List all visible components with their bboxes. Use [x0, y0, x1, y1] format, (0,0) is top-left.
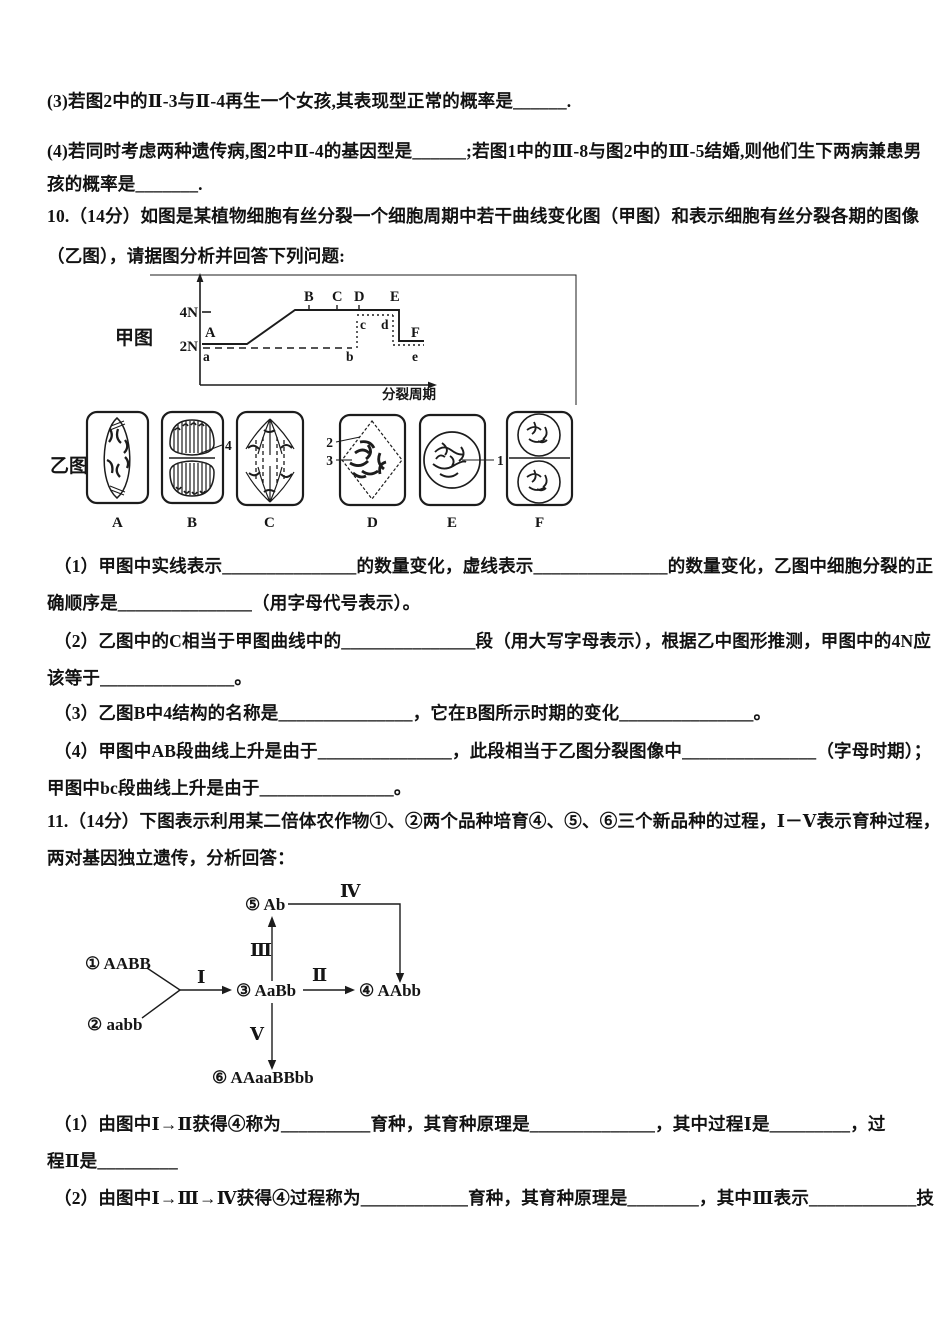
yi-label: 乙图 [50, 455, 88, 477]
node-parent2: ② aabb [87, 1015, 142, 1034]
solid-curve [202, 309, 424, 345]
q10-sub1-line2: 确顺序是_______________（用字母代号表示）。 [47, 593, 421, 613]
pt-d: d [381, 317, 389, 332]
q10-sub2-line2: 该等于_______________。 [47, 668, 253, 688]
q11-sub1-line2: 程Ⅱ是_________ [47, 1151, 178, 1171]
pt-c: c [360, 317, 366, 332]
cell-letter-C: C [264, 515, 275, 531]
arrow-V-head [267, 1060, 277, 1070]
arrow-IV-head [395, 973, 405, 983]
line-from-parent2 [141, 989, 181, 1019]
process-III: Ⅲ [250, 940, 272, 960]
figure-scan-border [150, 274, 577, 405]
cell-letter-A: A [112, 515, 123, 531]
line-from-parent1 [146, 967, 181, 991]
q10-sub2-line1: （2）乙图中的C相当于甲图曲线中的_______________段（用大写字母表… [54, 631, 932, 651]
q9-sub3-line: (3)若图2中的Ⅱ-3与Ⅱ-4再生一个女孩,其表现型正常的概率是______. [47, 91, 572, 111]
callout-2-leader [335, 436, 361, 443]
q10-mitosis-figure: 甲图 4N 2N 分裂周期 A B C D E F [50, 273, 577, 531]
q9-sub4-line2: 孩的概率是_______. [47, 174, 203, 194]
process-V: Ⅴ [249, 1024, 265, 1044]
node-Ab: ⑤ Ab [245, 895, 285, 914]
cell-F [505, 410, 574, 507]
arrow-I-head [222, 985, 232, 995]
ytick-4n: 4N [180, 305, 199, 321]
q10-stem-line2: （乙图），请据图分析并回答下列问题: [47, 246, 346, 266]
node-parent1: ① AABB [85, 954, 151, 973]
pt-E: E [390, 289, 400, 305]
diagram-lines [141, 903, 405, 1070]
node-AAbb: ④ AAbb [359, 981, 421, 1000]
arrow-II-head [345, 985, 355, 995]
diagram-labels: ① AABB ② aabb ③ AaBb ④ AAbb ⑤ Ab ⑥ AAaaB… [85, 881, 421, 1087]
q11-breeding-diagram: ① AABB ② aabb ③ AaBb ④ AAbb ⑤ Ab ⑥ AAaaB… [85, 881, 421, 1087]
pt-C: C [332, 289, 342, 305]
jia-chart: 甲图 4N 2N 分裂周期 A B C D E F [115, 273, 437, 402]
q10-stem-line1: 10.（14分）如图是某植物细胞有丝分裂一个细胞周期中若干曲线变化图（甲图）和表… [47, 206, 920, 226]
callout-4-leader [195, 444, 223, 456]
callout-2: 2 [326, 435, 333, 450]
q10-sub4-line2: 甲图中bc段曲线上升是由于_______________。 [47, 778, 412, 798]
cell-D: 2 3 [326, 413, 407, 507]
process-I: Ⅰ [197, 967, 205, 987]
yi-cells: 乙图 4 [50, 410, 574, 531]
cell-C [235, 410, 305, 507]
cell-B: 4 [160, 410, 232, 505]
pt-D: D [354, 289, 364, 305]
q11-sub2-line: （2）由图中Ⅰ→Ⅲ→Ⅳ获得④过程称为____________育种，其育种原理是_… [54, 1188, 935, 1208]
cell-letter-B: B [187, 515, 197, 531]
q10-sub3-line: （3）乙图B中4结构的名称是_______________，它在B图所示时期的变… [54, 703, 772, 723]
q9-sub4-line1: (4)若同时考虑两种遗传病,图2中Ⅱ-4的基因型是______;若图1中的Ⅲ-8… [47, 141, 922, 161]
pt-F: F [411, 325, 420, 341]
callout-1: 1 [497, 453, 504, 468]
jia-label: 甲图 [115, 327, 153, 349]
q10-sub4-line1: （4）甲图中AB段曲线上升是由于_______________，此段相当于乙图分… [54, 741, 932, 761]
pt-a: a [203, 349, 210, 364]
x-axis-label: 分裂周期 [382, 386, 436, 402]
cell-letter-D: D [367, 515, 378, 531]
cell-letter-E: E [447, 515, 457, 531]
pt-e: e [412, 349, 418, 364]
ytick-2n: 2N [180, 339, 199, 355]
node-AaBb: ③ AaBb [236, 981, 296, 1000]
pt-B: B [304, 289, 314, 305]
process-IV: Ⅳ [340, 881, 361, 901]
q11-stem-line2: 两对基因独立遗传，分析回答： [47, 848, 295, 868]
cell-letter-F: F [535, 515, 544, 531]
cell-A [85, 410, 150, 505]
y-axis-arrow [196, 273, 204, 282]
callout-4: 4 [225, 438, 232, 453]
arrow-III-head [267, 916, 277, 927]
process-II: Ⅱ [312, 965, 327, 985]
callout-3: 3 [326, 453, 333, 468]
pt-b: b [346, 349, 354, 364]
cell-E: 1 [418, 413, 504, 507]
arrow-IV-line [288, 903, 401, 975]
q11-stem-line1: 11.（14分）下图表示利用某二倍体农作物①、②两个品种培育④、⑤、⑥三个新品种… [47, 811, 941, 831]
node-AAaaBBbb: ⑥ AAaaBBbb [212, 1068, 314, 1087]
q11-sub1-line1: （1）由图中Ⅰ→Ⅱ获得④称为__________育种，其育种原理是_______… [54, 1114, 886, 1134]
x-axis-arrow [428, 381, 437, 389]
q10-sub1-line1: （1）甲图中实线表示_______________的数量变化，虚线表示_____… [54, 556, 934, 576]
pt-A: A [205, 325, 216, 341]
